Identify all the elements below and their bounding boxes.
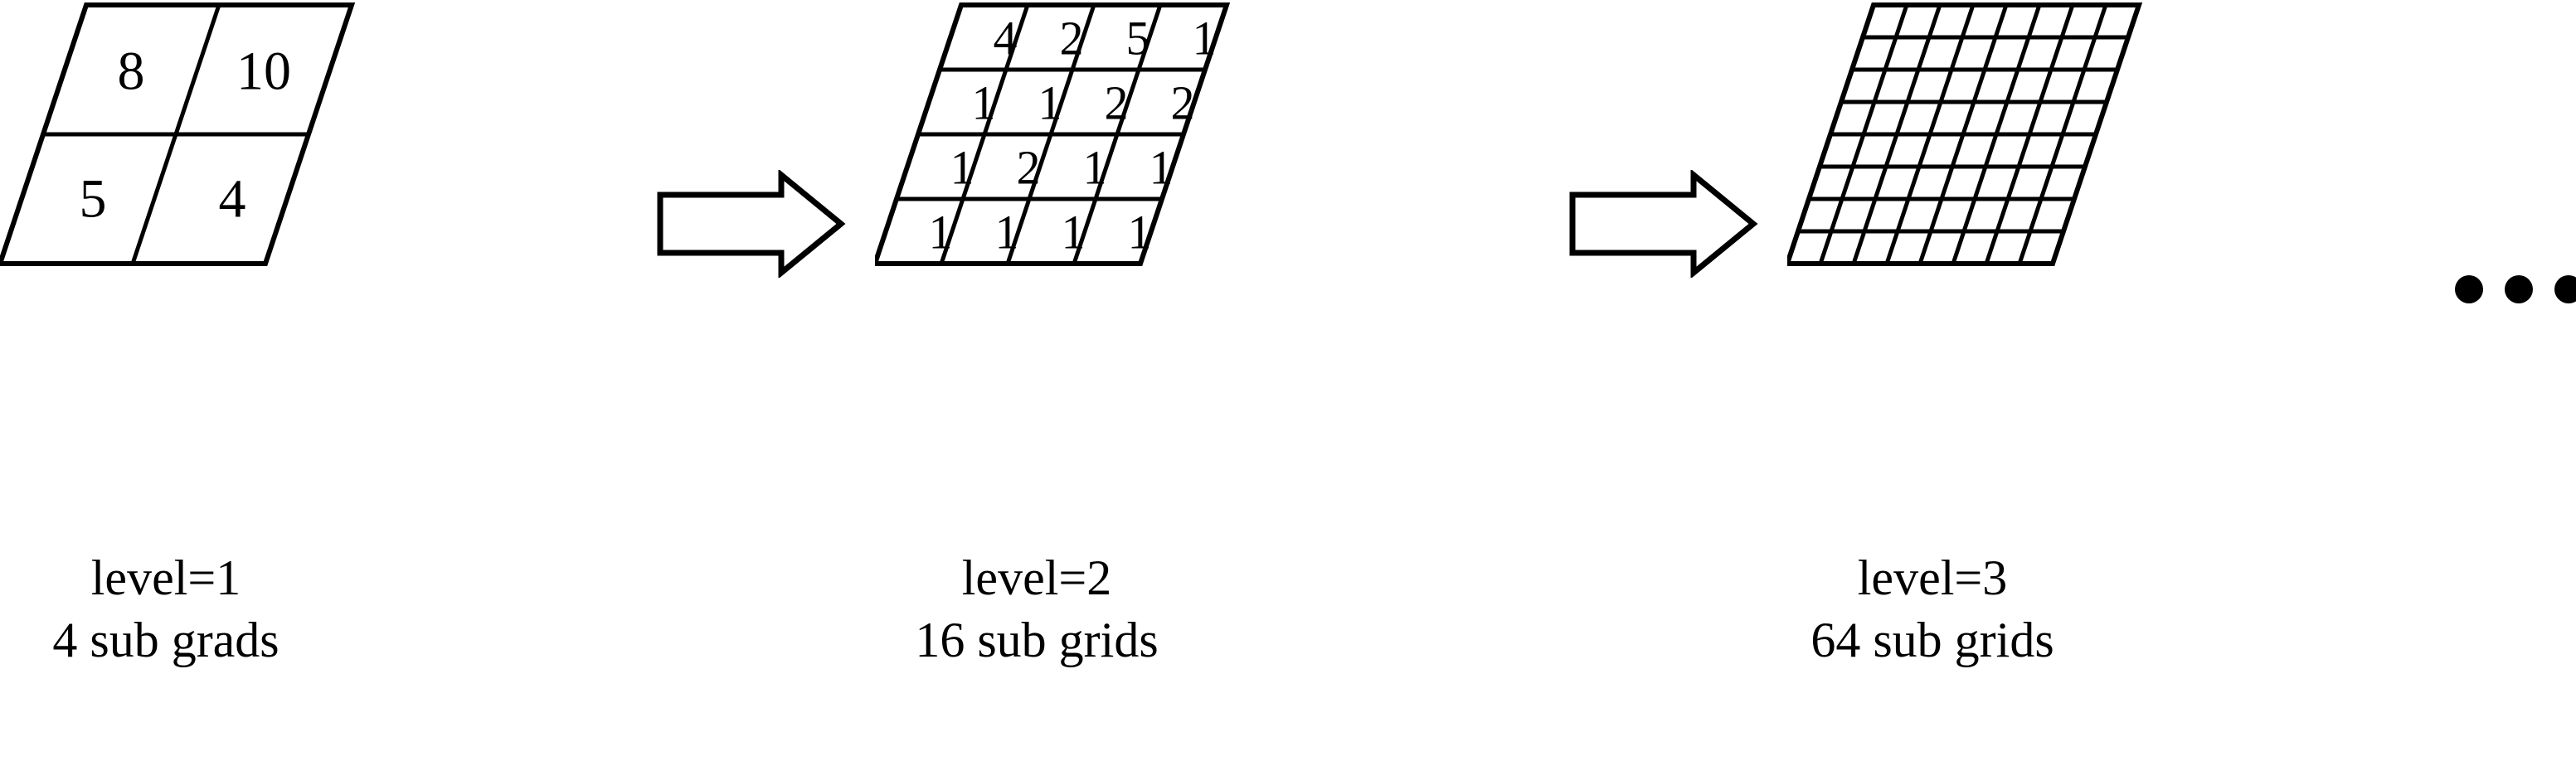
caption-level-3-count: 64 sub grids [1810, 613, 2054, 667]
cell-value: 5 [80, 169, 107, 230]
grid-level-1-svg: 8 10 5 4 [0, 2, 356, 266]
ellipsis-dot [2554, 275, 2576, 303]
caption-level-2-level: level=2 [961, 550, 1112, 605]
grid-level-3 [1787, 0, 2152, 274]
caption-level-1-count: 4 sub grads [52, 613, 279, 667]
cell-value: 8 [118, 41, 145, 102]
caption-level-2-count: 16 sub grids [915, 613, 1159, 667]
cell-value: 1 [995, 206, 1019, 259]
arrow-right-icon [1569, 168, 1758, 279]
cell-value: 4 [994, 12, 1018, 65]
cell-value: 4 [219, 169, 246, 230]
cell-value: 2 [1060, 12, 1084, 65]
arrow-2-to-3 [1567, 168, 1758, 282]
cell-value: 1 [929, 206, 953, 259]
grid-level-2-svg: 4 2 5 1 1 1 2 2 1 2 1 1 1 1 1 1 [875, 2, 1231, 266]
cell-value: 2 [1171, 76, 1195, 130]
cell-value: 5 [1126, 12, 1150, 65]
grid-level-2-cells: 4 2 5 1 1 1 2 2 1 2 1 1 1 1 1 1 [875, 2, 1231, 266]
grid-level-1-cells: 8 10 5 4 [0, 2, 356, 266]
cell-value: 1 [950, 141, 975, 195]
grid-level-3-svg [1787, 2, 2143, 266]
grid-level-3-cells [1787, 2, 2143, 266]
cell-value: 1 [1128, 206, 1152, 259]
cell-value: 1 [1083, 141, 1107, 195]
cell-value: 2 [1017, 141, 1041, 195]
cell-value: 10 [236, 41, 291, 102]
caption-level-1-level: level=1 [90, 550, 241, 605]
cell-value: 1 [972, 76, 996, 130]
cell-value: 1 [1062, 206, 1086, 259]
ellipsis-dot [2455, 275, 2483, 303]
cell-value: 1 [1193, 12, 1217, 65]
cell-value: 1 [1149, 141, 1174, 195]
cell-value: 2 [1105, 76, 1129, 130]
caption-level-2: level=2 16 sub grids [854, 547, 1219, 671]
arrow-1-to-2-svg [657, 168, 846, 279]
ellipsis-dot [2505, 275, 2533, 303]
grid-level-1: 8 10 5 4 [0, 0, 365, 274]
caption-level-3-level: level=3 [1857, 550, 2008, 605]
caption-level-3: level=3 64 sub grids [1725, 547, 2140, 671]
ellipsis-continuation [2455, 275, 2576, 303]
arrow-right-icon [657, 168, 846, 279]
caption-level-1: level=1 4 sub grads [0, 547, 332, 671]
arrow-2-to-3-svg [1569, 168, 1758, 279]
grid-level-2: 4 2 5 1 1 1 2 2 1 2 1 1 1 1 1 1 [875, 0, 1240, 274]
arrow-1-to-2 [655, 168, 846, 282]
cell-value: 1 [1038, 76, 1062, 130]
